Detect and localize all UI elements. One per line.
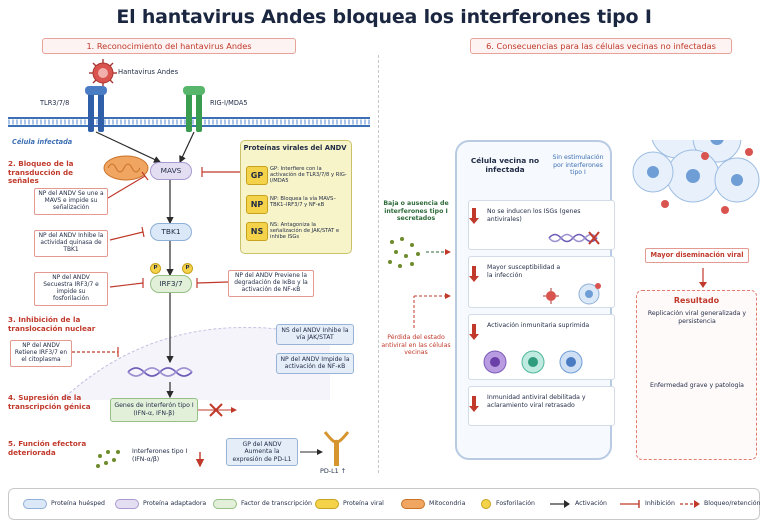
- legend-adaptor: Proteína adaptadora: [143, 500, 207, 507]
- legend-swatch-adaptor: [115, 499, 139, 509]
- gp-badge: GP: [246, 166, 268, 185]
- infected-cell-label: Célula infectada: [12, 138, 73, 146]
- np-badge: NP: [246, 195, 268, 214]
- legend-block: Bloqueo/retención: [704, 500, 761, 507]
- dna-helix-icon: [127, 367, 193, 377]
- ifn-label: Interferones tipo I (IFN-α/β): [132, 448, 188, 463]
- mavs-node: MAVS: [150, 162, 192, 180]
- legend-swatch-host: [23, 499, 47, 509]
- ns-description: NS: Antagoniza la señalización de JAK/ST…: [270, 222, 340, 241]
- legend-tf: Factor de transcripción: [241, 500, 312, 507]
- legend-phospho: Fosforilación: [496, 500, 535, 507]
- spreading-virus-icons: [661, 148, 753, 214]
- tlr-label: TLR3/7/8: [40, 99, 70, 107]
- legend-swatch-tf: [213, 499, 237, 509]
- consequence-row-1: [468, 200, 615, 250]
- section-1-header: 1. Reconocimiento del hantavirus Andes: [42, 38, 296, 54]
- legend-bar: Proteína huésped Proteína adaptadora Fac…: [8, 488, 760, 520]
- viral-proteins-title: Proteínas virales del ANDV: [243, 144, 347, 152]
- legend-viral: Proteína viral: [343, 500, 384, 507]
- ifn-genes-box: Genes de interferón tipo I (IFN-α, IFN-β…: [110, 398, 198, 422]
- legend-activation: Activación: [575, 500, 607, 507]
- page-title: El hantavirus Andes bloquea los interfer…: [116, 6, 652, 28]
- tlr-receptor: [85, 86, 107, 132]
- legend-swatch-viral: [315, 499, 339, 509]
- np-irf-note: NP del ANDV Secuestra IRF3/7 e impide su…: [34, 272, 108, 306]
- ns-jak-note: NS del ANDV Inhibe la vía JAK/STAT: [276, 324, 354, 345]
- gp-pdl1-note: GP del ANDV Aumenta la expresión de PD-L…: [226, 438, 298, 467]
- np-retiene-note: NP del ANDV Retiene IRF3/7 en el citopla…: [10, 340, 72, 367]
- legend-inhibition: Inhibición: [645, 500, 675, 507]
- legend-inhibition-line: [620, 500, 640, 508]
- step-3-label: 3. Inhibición de la translocación nuclea…: [8, 315, 96, 333]
- consequence-3-text: Activación inmunitaria suprimida: [487, 322, 590, 329]
- legend-host: Proteína huésped: [51, 500, 105, 507]
- gp-description: GP: Interfiere con la activación de TLR3…: [270, 166, 347, 185]
- consequence-2-text: Mayor susceptibilidad a la infección: [487, 264, 561, 279]
- np-description: NP: Bloquea la vía MAVS–TBK1–IRF3/7 y NF…: [270, 196, 336, 209]
- legend-activation-arrow: [550, 500, 570, 508]
- legend-phospho-icon: [481, 499, 491, 509]
- rig-label: RIG-I/MDA5: [210, 99, 248, 107]
- baja-interferon-label: Baja o ausencia de interferones tipo I s…: [383, 200, 449, 223]
- panel-divider: [378, 55, 379, 473]
- consequence-row-4: [468, 386, 615, 426]
- section-6-header: 6. Consecuencias para las células vecina…: [470, 38, 732, 54]
- middle-graphic: [388, 237, 451, 328]
- ns-badge: NS: [246, 222, 268, 241]
- interferon-dots-icon: [96, 450, 120, 468]
- isg-dna-blocked-icon: [548, 231, 600, 245]
- hantavirus-particle: [89, 59, 117, 87]
- result-panel: [636, 290, 757, 460]
- virus-label: Hantavirus Andes: [118, 68, 179, 76]
- legend-mito: Mitocondria: [429, 500, 466, 507]
- np-nfkb-note: NP del ANDV Impide la activación de NF-κ…: [276, 353, 354, 374]
- virus-small-icon-1: [543, 288, 559, 304]
- step-2-label: 2. Bloqueo de la transducción de señales: [8, 159, 74, 186]
- tbk1-node: TBK1: [150, 223, 192, 241]
- mayor-diseminacion-label: Mayor diseminación viral: [645, 248, 749, 263]
- step-4-label: 4. Supresión de la transcripción génica: [8, 393, 91, 411]
- irf37-node: IRF3/7: [150, 275, 192, 293]
- neighbor-cell-title: Célula vecina no infectada: [470, 156, 540, 174]
- np-mavs-note: NP del ANDV Se une a MAVS e impide su se…: [34, 188, 108, 215]
- pd-l1-label: PD-L1 ↑: [320, 467, 347, 475]
- phospho-badge-1: P: [150, 263, 161, 274]
- left-pathway-graphic: [8, 59, 370, 468]
- phospho-badge-2: P: [182, 263, 193, 274]
- result-text-2: Enfermedad grave y patología: [650, 382, 744, 389]
- result-title: Resultado: [673, 296, 720, 305]
- consequence-4-text: Inmunidad antiviral debilitada y aclaram…: [487, 394, 586, 409]
- np-ikb-note: NP del ANDV Previene la degradación de I…: [228, 270, 314, 297]
- rig-receptor: [183, 86, 205, 132]
- cell-cluster-icon: [632, 140, 760, 203]
- legend-swatch-mito: [401, 499, 425, 509]
- sparse-interferon-dots: [388, 237, 420, 268]
- no-stimulation-label: Sin estimulación por interferones tipo I: [552, 154, 604, 177]
- consequence-1-text: No se inducen los ISGs (genes antivirale…: [487, 208, 581, 223]
- pd-l1-receptor-icon: [323, 431, 350, 466]
- result-text-1: Replicación viral generalizada y persist…: [647, 310, 747, 325]
- perdida-estado-label: Pérdida del estado antiviral en las célu…: [381, 334, 451, 357]
- step-5-label: 5. Función efectora deteriorada: [8, 439, 87, 457]
- legend-block-arrow: [680, 500, 700, 508]
- infected-cell-icon: [578, 283, 601, 305]
- mitochondria-icon: [103, 155, 149, 181]
- np-tbk1-note: NP del ANDV Inhibe la actividad quinasa …: [34, 230, 108, 257]
